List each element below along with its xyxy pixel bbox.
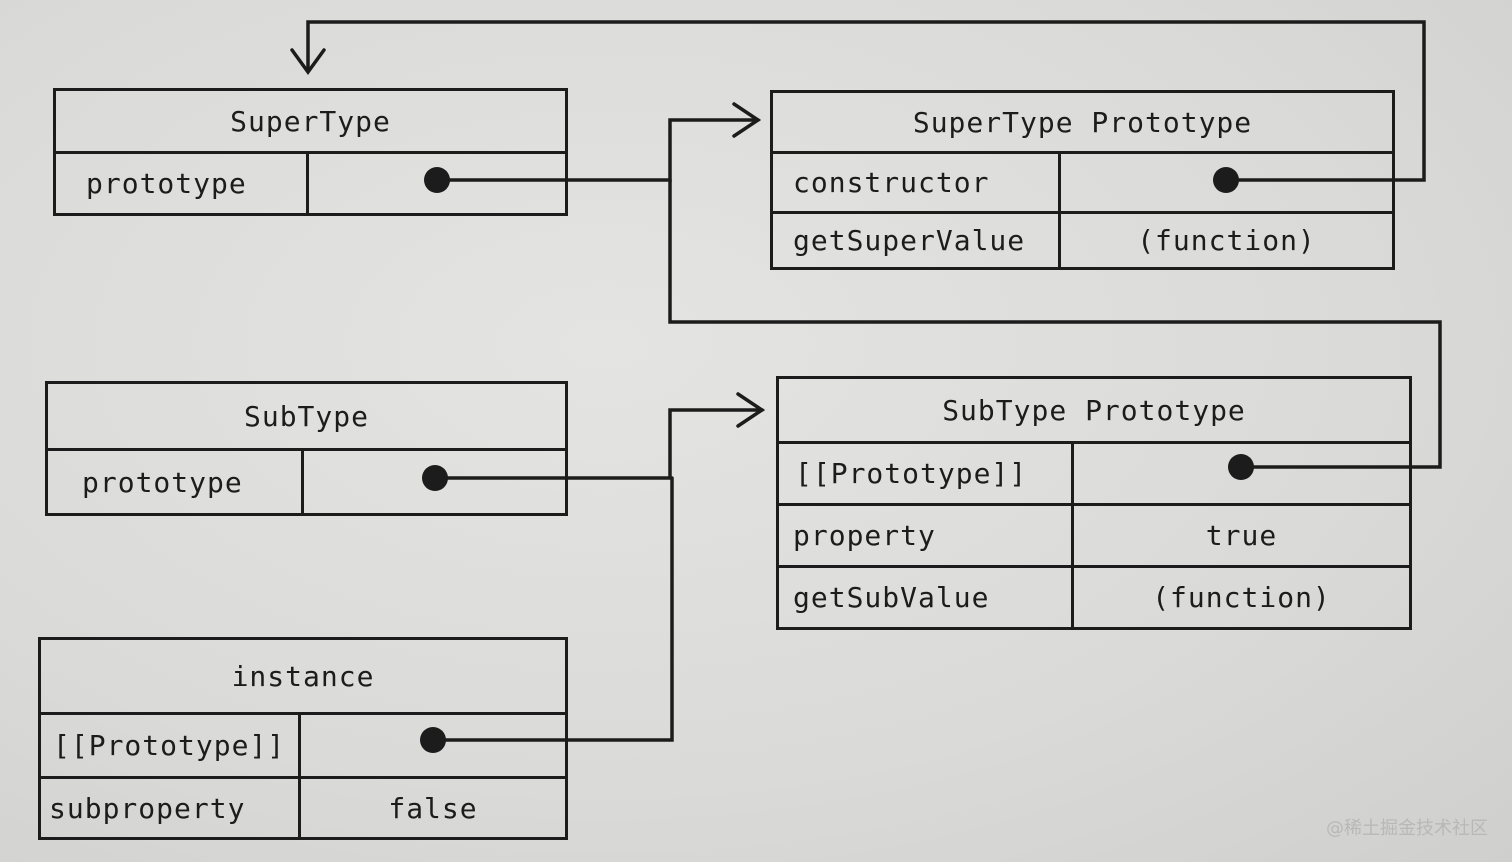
- instance-title: instance: [231, 659, 375, 693]
- subtype-prototype-arrow: [433, 408, 764, 480]
- getsupervalue-row: getSuperValue (function): [773, 211, 1392, 267]
- supertype-prototype-constructor-row: constructor: [773, 151, 1392, 211]
- subtype-proto-chain-arrow: [668, 178, 1442, 469]
- instance-pointer-dot: [420, 727, 446, 753]
- subproperty-row: subproperty false: [41, 776, 565, 837]
- getsubvalue-key: getSubValue: [779, 568, 1074, 627]
- supertype-title: SuperType: [230, 104, 391, 138]
- supertype-prototype-box: SuperType Prototype constructor getSuper…: [770, 90, 1395, 270]
- supertype-prototype-arrowhead: [732, 102, 762, 138]
- subtype-title: SubType: [243, 399, 369, 433]
- constructor-key: constructor: [773, 154, 1061, 211]
- supertype-prototype-row: prototype: [56, 151, 565, 213]
- supertype-prototype-key: prototype: [56, 154, 309, 213]
- getsupervalue-value: (function): [1137, 224, 1316, 257]
- property-row: property true: [779, 503, 1409, 565]
- constructor-arrow: [306, 20, 1426, 182]
- subtype-prototype-row: prototype: [48, 448, 565, 513]
- subproperty-value: false: [388, 791, 478, 825]
- subproperty-key: subproperty: [41, 779, 301, 837]
- subtype-prototype-arrowhead: [736, 392, 766, 428]
- constructor-arrowhead: [290, 48, 326, 75]
- supertype-prototype-title: SuperType Prototype: [912, 105, 1253, 139]
- getsubvalue-row: getSubValue (function): [779, 565, 1409, 627]
- subtype-box: SubType prototype: [45, 381, 568, 516]
- supertype-box: SuperType prototype: [53, 88, 568, 216]
- supertype-prototype-arrow: [435, 118, 760, 182]
- subtype-proto-prototype-row: [[Prototype]]: [779, 441, 1409, 503]
- watermark: @稀土掘金技术社区: [1326, 818, 1488, 839]
- subtype-proto-pointer-dot: [1228, 454, 1254, 480]
- constructor-pointer-dot: [1213, 167, 1239, 193]
- instance-prototype-key: [[Prototype]]: [41, 715, 301, 776]
- instance-box: instance [[Prototype]] subproperty false: [38, 637, 568, 840]
- property-value: true: [1205, 519, 1278, 552]
- instance-prototype-row: [[Prototype]]: [41, 712, 565, 776]
- getsubvalue-value: (function): [1152, 581, 1331, 614]
- property-key: property: [779, 506, 1074, 565]
- subtype-prototype-key: prototype: [48, 451, 304, 513]
- instance-prototype-arrow: [431, 476, 674, 742]
- supertype-pointer-dot: [424, 167, 450, 193]
- subtype-prototype-box: SubType Prototype [[Prototype]] property…: [776, 376, 1412, 630]
- getsupervalue-key: getSuperValue: [773, 214, 1061, 267]
- subtype-prototype-title: SubType Prototype: [942, 393, 1246, 427]
- subtype-proto-prototype-key: [[Prototype]]: [779, 444, 1074, 503]
- subtype-pointer-dot: [422, 465, 448, 491]
